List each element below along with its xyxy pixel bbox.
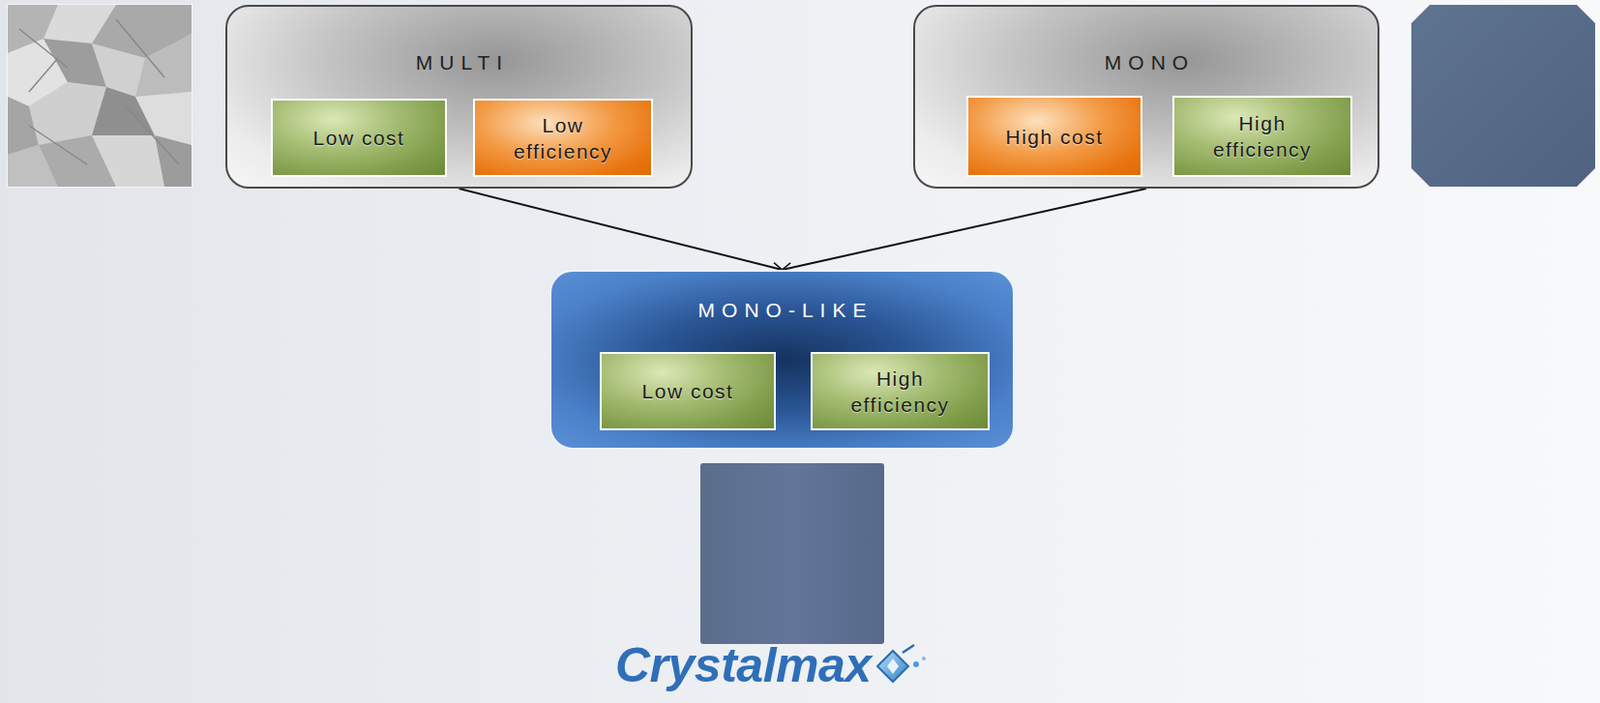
property-label: Low efficiency <box>474 112 652 165</box>
property-box: High efficiency <box>810 352 990 431</box>
property-box: High efficiency <box>1172 95 1353 178</box>
property-label: High cost <box>979 123 1128 150</box>
mono-wafer <box>1411 4 1596 187</box>
group-box: MONO-LIKE Low cost High efficiency <box>549 269 1015 450</box>
group-title: MULTI <box>227 51 691 75</box>
logo: Crystalmax <box>615 636 932 695</box>
arrow-connector <box>782 188 1148 270</box>
logo-icon <box>873 641 932 690</box>
multi-wafer <box>7 4 192 187</box>
group-title: MONO-LIKE <box>551 298 1013 323</box>
property-label: Low cost <box>288 124 431 151</box>
property-box: Low cost <box>270 98 447 178</box>
arrow-connector <box>459 188 783 270</box>
property-box: Low cost <box>599 352 776 431</box>
mono-like-wafer <box>700 463 885 645</box>
property-label: High efficiency <box>812 365 988 418</box>
group-box: MONO High cost High efficiency <box>913 4 1380 189</box>
property-box: Low efficiency <box>473 98 653 178</box>
group-title: MONO <box>915 51 1378 75</box>
property-label: High efficiency <box>1174 110 1351 163</box>
logo-text: Crystalmax <box>615 636 872 695</box>
property-label: Low cost <box>617 378 760 405</box>
group-box: MULTI Low cost Low efficiency <box>225 4 693 189</box>
property-box: High cost <box>966 95 1143 178</box>
